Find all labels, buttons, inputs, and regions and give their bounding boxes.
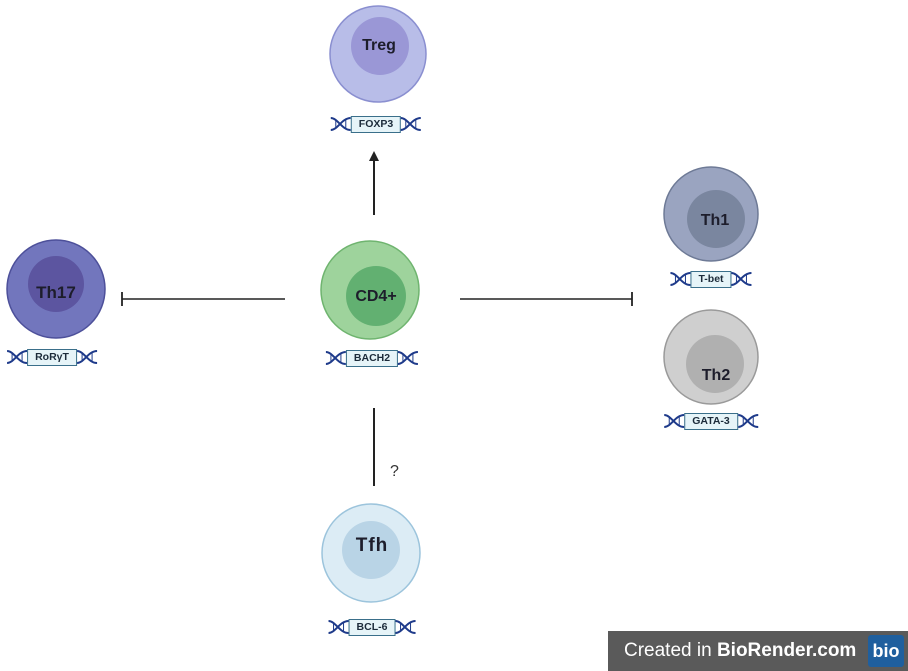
cd4-cell-nucleus: [346, 266, 406, 326]
gata3-gene: GATA-3: [663, 411, 759, 431]
dna-icon: [737, 414, 758, 428]
dna-icon: [397, 351, 419, 365]
dna-icon: [6, 350, 28, 364]
dna-icon: [670, 272, 691, 286]
th17-cell-nucleus: [28, 256, 84, 312]
tbet-gene: T-bet: [669, 269, 752, 289]
roryt-gene: RoRγT: [6, 347, 98, 367]
bach2-gene: BACH2: [325, 348, 419, 368]
th17-cell: [6, 239, 106, 339]
th1-cell: [663, 166, 759, 262]
biorender-watermark[interactable]: Created in BioRender.com bio: [608, 631, 908, 671]
watermark-prefix: Created in: [624, 640, 717, 661]
gene-label: FOXP3: [350, 115, 402, 133]
dna-icon: [330, 117, 351, 131]
th2-cell-nucleus: [686, 335, 744, 393]
dna-icon: [325, 351, 347, 365]
watermark-brand: BioRender.com: [716, 640, 857, 661]
cd4-cell: [320, 240, 420, 340]
gene-label: BCL-6: [348, 618, 396, 636]
dna-icon: [401, 117, 422, 131]
foxp3-gene: FOXP3: [330, 114, 422, 134]
gene-label: RoRγT: [27, 348, 77, 366]
treg-cell-nucleus: [351, 17, 409, 75]
th1-cell-nucleus: [687, 190, 745, 248]
tfh-cell-nucleus: [342, 521, 400, 579]
gene-label: BACH2: [345, 349, 399, 367]
gene-label: GATA-3: [684, 412, 738, 430]
treg-cell: [329, 5, 427, 103]
watermark-text: Created in BioRender.com: [608, 640, 868, 662]
biorender-logo-icon: bio: [868, 635, 904, 667]
bcl6-gene: BCL-6: [328, 617, 417, 637]
dna-icon: [395, 620, 416, 634]
dna-icon: [76, 350, 98, 364]
dna-icon: [328, 620, 349, 634]
dna-icon: [664, 414, 685, 428]
tfh-cell: [321, 503, 421, 603]
uncertain-edge-label: ?: [390, 463, 399, 480]
th2-cell: [663, 309, 759, 405]
gene-label: T-bet: [690, 270, 732, 288]
dna-icon: [731, 272, 752, 286]
